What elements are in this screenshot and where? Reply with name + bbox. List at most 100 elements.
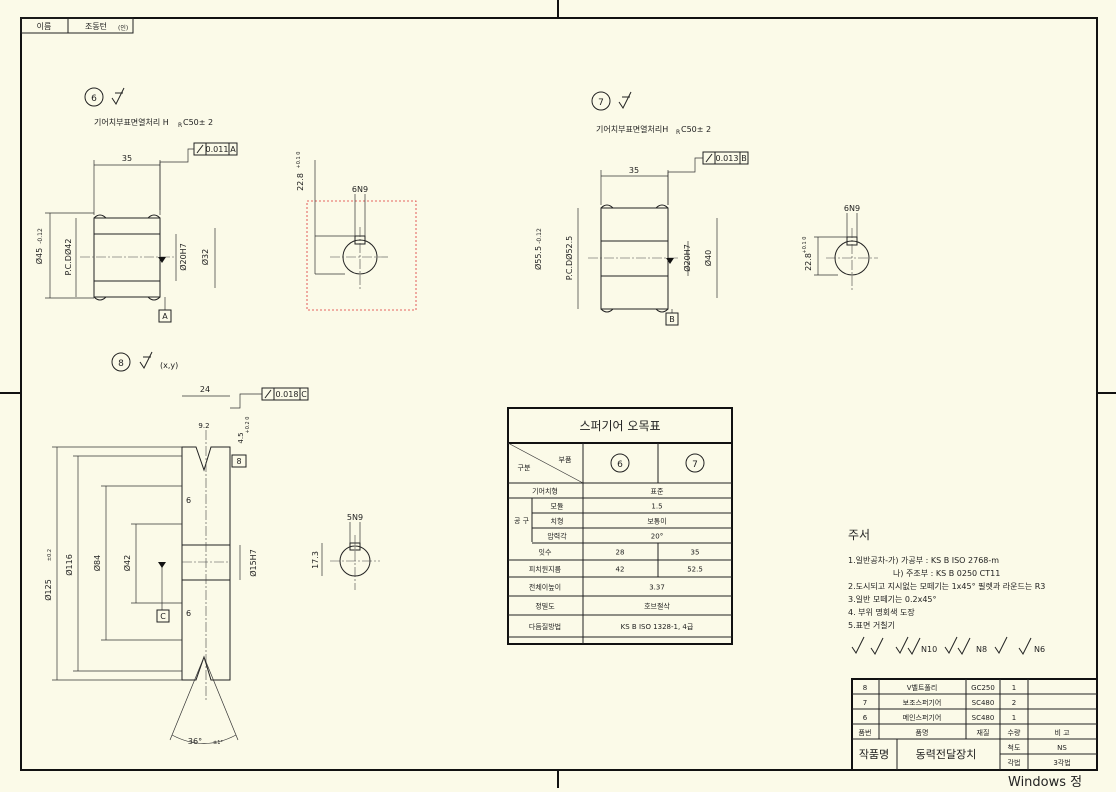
spur-row-value: 표준 [651, 488, 664, 496]
view8-dim-outer: Ø125 [43, 579, 53, 601]
spur-row-label: 압력각 [547, 533, 567, 541]
name-label: 이름 [37, 21, 52, 31]
roughness-symbol-icon-8 [139, 351, 153, 369]
view-7: 7 기어치부표면열처리H R C50± 2 0.013 B 35 Ø55.5 -… [533, 91, 749, 326]
view7-number: 7 [598, 98, 604, 108]
view7-tolerance: 0.013 [716, 154, 739, 163]
view6-datum-box: A [162, 312, 168, 321]
roughness-n8: N8 [976, 645, 987, 654]
view8-dim-bore: Ø15H7 [248, 549, 258, 577]
spur-row-label: 정밀도 [535, 602, 555, 611]
spur-row-value: 호브절삭 [644, 602, 670, 611]
view6-heat-sub: R [178, 122, 182, 129]
name-box: 이름 조동턴 (인) [20, 17, 134, 34]
view7-heat-value: C50± 2 [681, 125, 711, 134]
view6-heat-value: C50± 2 [183, 118, 213, 127]
roughness-n6: N6 [1034, 645, 1045, 654]
note-line-5: 4. 부위 명회색 도장 [848, 607, 915, 617]
work-name: 동력전달장치 [916, 748, 977, 761]
spur-header-part: 부품 [559, 456, 572, 464]
view6-dim-hub: Ø32 [200, 249, 210, 265]
keyway-view-8: 5N9 17.3 [311, 513, 380, 590]
runout-icon-8 [264, 389, 272, 399]
parts-qty: 1 [1012, 714, 1016, 722]
method-value: 3각법 [1053, 758, 1070, 767]
scale-value: NS [1057, 744, 1067, 752]
view7-heat-note: 기어치부표면열처리H [596, 124, 668, 134]
view8-datum-box: C [160, 612, 166, 621]
view7-datum-box: B [669, 315, 675, 324]
runout-icon [196, 144, 204, 154]
spur-row-value: 보통이 [647, 517, 666, 526]
key6-width: 6N9 [352, 185, 368, 194]
spur-row-label: 기어치형 [532, 487, 558, 496]
view7-datum: B [741, 154, 747, 163]
parts-material: SC480 [972, 699, 995, 707]
parts-header-name: 품명 [916, 728, 929, 737]
view7-dim-hub: Ø40 [703, 250, 713, 266]
view8-datum: C [301, 390, 307, 399]
spur-row-value-6: 28 [616, 549, 625, 557]
note-line-2: 나) 주조부 : KS B 0250 CT11 [893, 569, 1000, 578]
spur-row-value-6: 42 [616, 566, 625, 574]
spur-tool-label: 공 구 [514, 517, 530, 525]
key6-height-tol: +0.1 0 [296, 152, 302, 169]
spur-row-value: 20° [651, 533, 663, 541]
roughness-symbol-icon [111, 87, 125, 105]
view8-dim-angle-tol: ±1° [213, 740, 223, 746]
note-line-1: 1.일반공차-가) 가공부 : KS B ISO 2768-m [848, 556, 999, 565]
parts-no: 6 [863, 714, 868, 722]
key7-height-tol: +0.1 0 [802, 237, 808, 254]
scale-label: 척도 [1008, 744, 1021, 752]
view7-dim-pcd: P.C.DØ52.5 [564, 236, 574, 281]
view8-dim-groove-depth-tol: +0.2 0 [245, 417, 251, 434]
name-value: 조동턴 [85, 21, 107, 31]
spur-row-value: 3.37 [649, 584, 665, 592]
view7-dim-outer-tol: -0.12 [536, 228, 543, 244]
view6-dim-outer: Ø45 [34, 248, 44, 264]
parts-name: 보조스퍼기어 [903, 698, 942, 707]
spur-header-group: 구분 [518, 464, 531, 472]
view6-heat-note: 기어치부표면열처리 H [94, 117, 169, 127]
parts-header-note: 비 고 [1054, 728, 1070, 737]
watermark: Windows 정 [1008, 775, 1082, 788]
notes-title: 주서 [848, 528, 870, 542]
view8-dim-outer-tol: ±0.2 [47, 549, 53, 561]
parts-no: 8 [863, 684, 867, 692]
view8-dim-groove-top: 9.2 [198, 422, 209, 430]
parts-header-no: 품번 [859, 728, 872, 737]
parts-material: GC250 [971, 684, 995, 692]
view7-dim-bore: Ø20H7 [682, 244, 692, 272]
view6-dim-pcd: P.C.DØ42 [63, 239, 73, 276]
parts-name: 메인스퍼기어 [903, 713, 942, 722]
view8-number: 8 [118, 359, 124, 369]
spur-col7: 7 [692, 460, 698, 470]
parts-header-material: 재질 [977, 729, 990, 737]
parts-material: SC480 [972, 714, 995, 722]
view7-dim-outer: Ø55.5 [533, 246, 543, 270]
runout-icon-7 [705, 153, 713, 163]
notes: 주서 1.일반공차-가) 가공부 : KS B ISO 2768-m 나) 주조… [848, 528, 1045, 655]
note-line-4: 3.일반 모떼기는 0.2x45° [848, 594, 937, 604]
view8-dim-84: Ø84 [92, 555, 102, 571]
parts-qty: 2 [1012, 699, 1016, 707]
spur-row-label: 잇수 [539, 548, 552, 557]
spur-row-label: 치형 [551, 517, 564, 526]
key7-width: 6N9 [844, 204, 860, 213]
spur-row-value: KS B ISO 1328-1, 4급 [621, 623, 694, 631]
parts-header-qty: 수량 [1008, 729, 1021, 737]
view6-tolerance: 0.011 [206, 145, 229, 154]
roughness-n10: N10 [921, 645, 937, 654]
parts-no: 7 [863, 699, 867, 707]
view7-heat-sub: R [676, 129, 680, 136]
view-6: 6 기어치부표면열처리 H R C50± 2 0.011 A 35 Ø45 -0… [34, 87, 238, 323]
view8-roughness-group: (x,y) [160, 361, 178, 370]
parts-qty: 1 [1012, 684, 1016, 692]
roughness-symbol-icon-7 [618, 91, 632, 109]
key8-height: 17.3 [311, 551, 320, 569]
